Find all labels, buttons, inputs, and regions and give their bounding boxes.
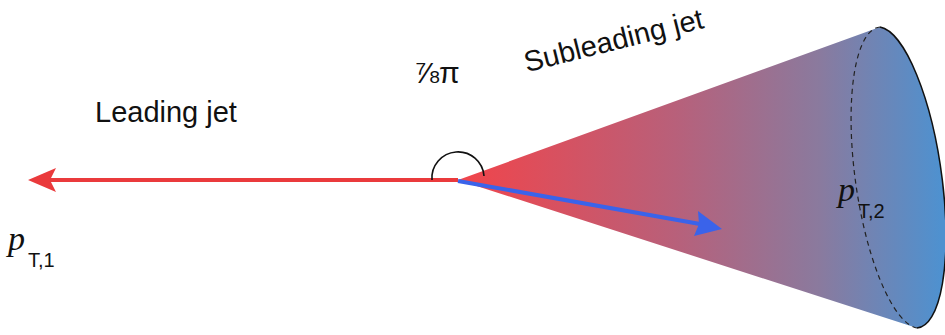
jet-label: Subleading jet bbox=[521, 4, 706, 77]
angle-label: ⅞π bbox=[414, 58, 460, 88]
cone-rim bbox=[880, 27, 945, 328]
momentum-symbol: p bbox=[838, 173, 855, 207]
jet-label: Leading jet bbox=[95, 98, 237, 127]
arrowhead bbox=[28, 168, 56, 192]
leading-jet-arrow bbox=[50, 178, 458, 182]
subleading-jet-arrow bbox=[458, 181, 700, 224]
momentum-subscript: T,2 bbox=[858, 201, 885, 221]
momentum-subscript: T,1 bbox=[28, 250, 55, 270]
momentum-symbol: p bbox=[8, 222, 25, 256]
arrowhead bbox=[694, 211, 722, 236]
cone-rim-hidden bbox=[851, 27, 917, 328]
angle-arc bbox=[432, 152, 484, 180]
